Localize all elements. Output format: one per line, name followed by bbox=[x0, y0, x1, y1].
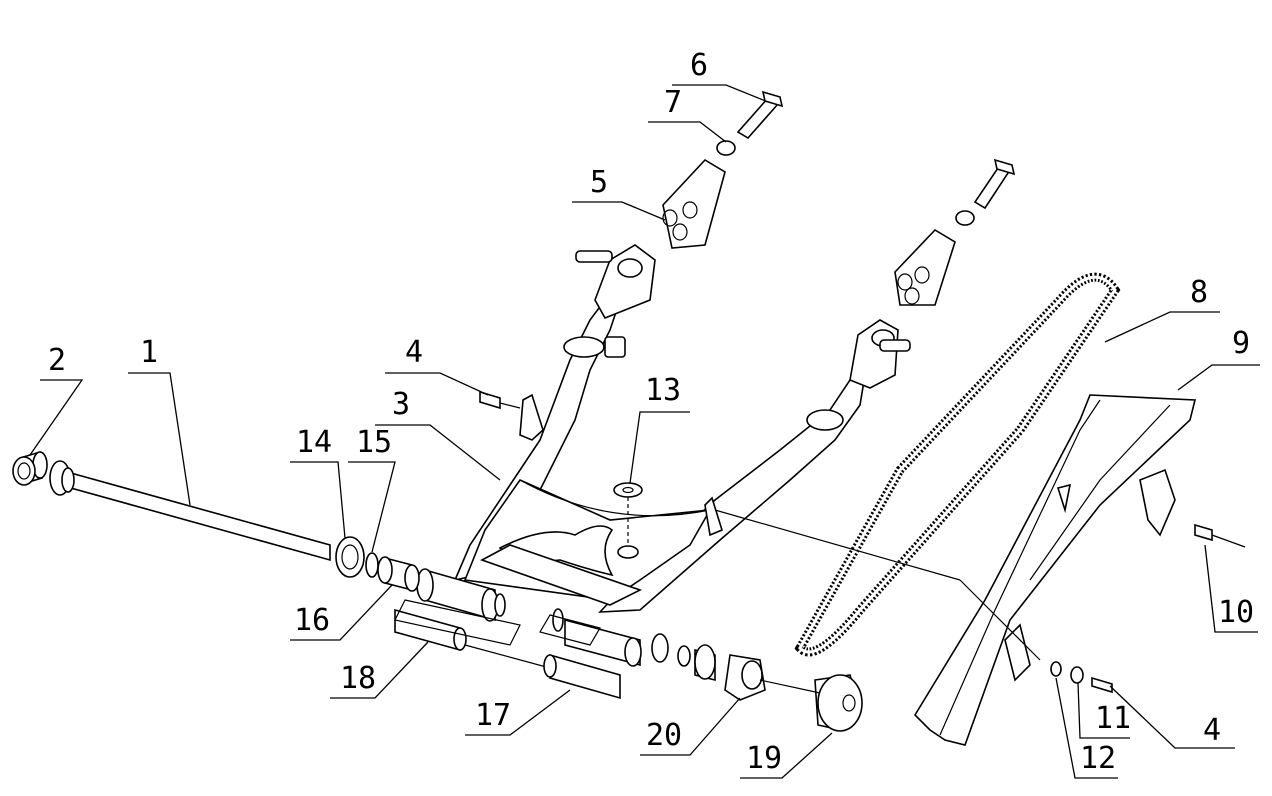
part-number-label: 4 bbox=[405, 335, 423, 370]
part-callout-p4b: 4 bbox=[1109, 685, 1235, 749]
chain-guard-drawing bbox=[913, 394, 1246, 746]
part-callout-p8: 8 bbox=[1104, 275, 1220, 343]
part-callout-p2: 2 bbox=[29, 343, 84, 456]
part-number-label: 14 bbox=[296, 425, 332, 460]
part-number-label: 3 bbox=[392, 387, 410, 422]
part-number-label: 13 bbox=[645, 373, 681, 408]
part-callout-p12: 12 bbox=[1055, 677, 1118, 779]
part-number-label: 11 bbox=[1095, 701, 1131, 736]
part-callout-p1: 1 bbox=[128, 335, 191, 506]
part-callout-p7: 7 bbox=[648, 85, 727, 143]
part-number-label: 5 bbox=[590, 165, 608, 200]
part-number-label: 16 bbox=[294, 603, 330, 638]
part-callout-p14: 14 bbox=[290, 425, 346, 539]
part-callout-p5: 5 bbox=[572, 165, 666, 221]
part-callout-p6: 6 bbox=[672, 48, 769, 103]
part-number-label: 19 bbox=[746, 741, 782, 776]
part-callout-p16: 16 bbox=[290, 584, 393, 641]
part-number-label: 7 bbox=[664, 85, 682, 120]
part-number-label: 2 bbox=[48, 343, 66, 378]
part-number-label: 8 bbox=[1190, 275, 1208, 310]
part-number-label: 12 bbox=[1080, 741, 1116, 776]
part-callout-p11: 11 bbox=[1077, 682, 1131, 739]
part-callout-p9: 9 bbox=[1177, 326, 1260, 391]
part-number-label: 10 bbox=[1218, 595, 1254, 630]
part-number-label: 1 bbox=[140, 335, 158, 370]
axle-and-bushings-drawing bbox=[12, 450, 863, 732]
part-callout-p17: 17 bbox=[465, 689, 571, 736]
part-number-label: 9 bbox=[1232, 326, 1250, 361]
part-callout-p13: 13 bbox=[629, 373, 690, 484]
part-callout-p19: 19 bbox=[740, 732, 833, 779]
part-callout-p20: 20 bbox=[640, 697, 741, 756]
pivot-group-outlines bbox=[394, 599, 601, 646]
part-number-label: 20 bbox=[646, 718, 682, 753]
part-number-label: 15 bbox=[356, 425, 392, 460]
part-number-label: 6 bbox=[690, 48, 708, 83]
part-callout-p15: 15 bbox=[348, 425, 396, 553]
center-lines bbox=[714, 509, 1041, 661]
part-number-label: 18 bbox=[340, 661, 376, 696]
part-callout-p3: 3 bbox=[375, 387, 501, 481]
part-number-label: 17 bbox=[475, 698, 511, 733]
part-number-label: 4 bbox=[1203, 713, 1221, 748]
swingarm-drawing bbox=[416, 244, 911, 667]
part-callout-p18: 18 bbox=[330, 641, 429, 699]
chain-drawing bbox=[794, 272, 1121, 657]
part-callout-p4a: 4 bbox=[385, 335, 489, 396]
part-callout-p10: 10 bbox=[1204, 544, 1258, 633]
adjusters-drawing bbox=[479, 90, 1016, 410]
